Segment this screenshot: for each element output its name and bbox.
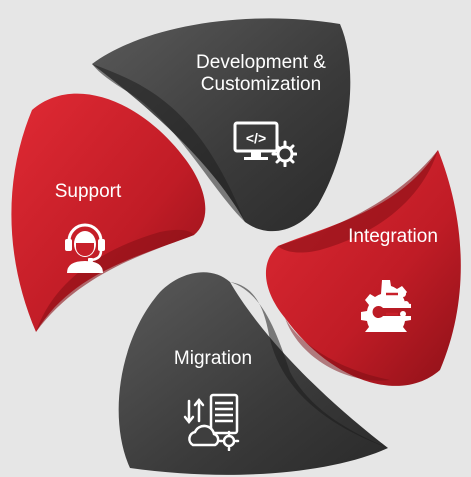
svg-text:</>: </> (246, 130, 266, 146)
headset-agent-icon (65, 223, 105, 273)
development-label-line-2: Customization (200, 74, 322, 95)
migration-label: Migration (173, 348, 253, 369)
petal-migration (118, 272, 388, 475)
development-label-line-1: Development & (196, 52, 326, 73)
petal-development (92, 18, 351, 232)
integration-label: Integration (348, 226, 438, 247)
development-label: Development & Customization (166, 52, 356, 96)
petal-support (11, 93, 206, 332)
cloud-server-transfer-icon (183, 393, 240, 451)
support-label: Support (54, 181, 122, 202)
petal-integration (265, 150, 461, 386)
code-monitor-gear-icon: </> (233, 121, 297, 167)
gear-circuit-icon (361, 280, 411, 332)
